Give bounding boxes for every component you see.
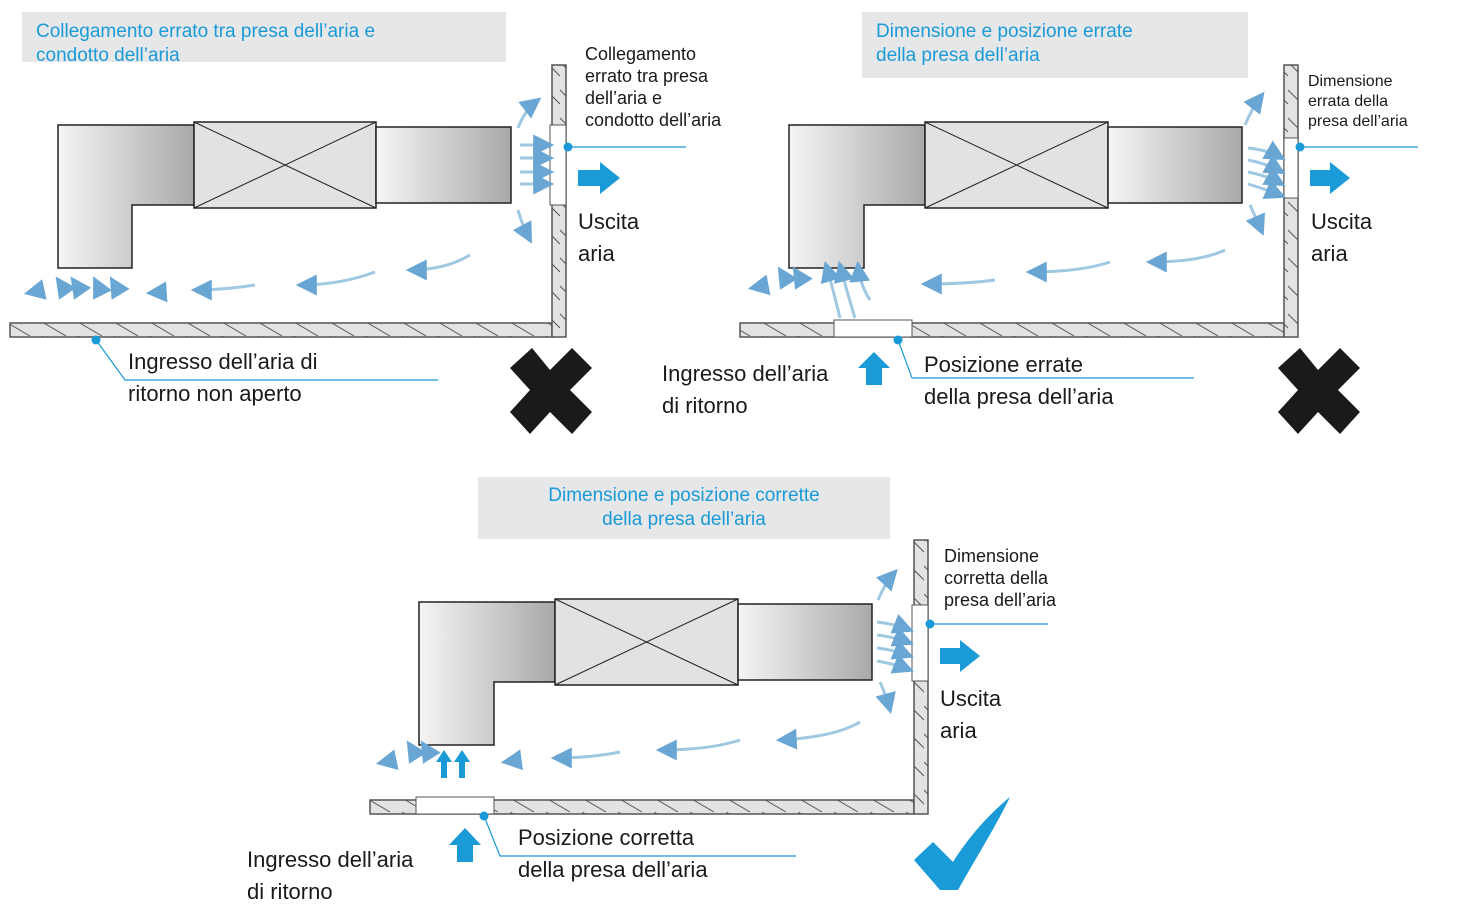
outlet-grille	[911, 604, 929, 682]
panel-2-drawing	[739, 64, 1418, 434]
air-flow-arrows	[23, 97, 555, 303]
panel-2-outlet-callout: Dimensione errata della presa dell’aria	[1308, 73, 1408, 130]
outlet-arrow	[1310, 162, 1350, 194]
inlet-arrow	[858, 352, 890, 385]
return-plenum	[788, 124, 926, 269]
panel-1-drawing	[9, 64, 686, 434]
panel-3-outlet-label: Uscita aria	[940, 686, 1002, 743]
panel-1-inlet-callout: Ingresso dell’aria di ritorno non aperto	[128, 349, 318, 406]
panel-3-inlet-label: Ingresso dell’aria di ritorno	[247, 847, 414, 904]
panel-3-outlet-callout: Dimensione corretta della presa dell’ari…	[944, 546, 1057, 610]
supply-duct	[737, 603, 873, 681]
air-flow-arrows	[747, 91, 1286, 319]
inlet-grille	[833, 319, 913, 338]
panel-1-outlet-callout: Collegamento errato tra presa dell’aria …	[585, 44, 722, 130]
callout-lines	[897, 146, 1418, 379]
supply-duct	[1107, 126, 1243, 204]
callout-lines	[483, 623, 1048, 857]
panel-3-inlet-callout: Posizione corretta della presa dell’aria	[518, 825, 708, 882]
inlet-grille	[415, 796, 495, 815]
cross-icon	[1278, 348, 1360, 434]
panel-1-outlet-label: Uscita aria	[578, 209, 640, 266]
panel-2-inlet-callout: Posizione errate della presa dell’aria	[924, 352, 1114, 409]
panel-3-drawing	[369, 539, 1048, 890]
supply-duct	[375, 126, 512, 204]
panel-2-inlet-label: Ingresso dell’aria di ritorno	[662, 361, 829, 418]
outlet-arrow	[940, 640, 980, 672]
outlet-arrow	[578, 162, 620, 194]
return-plenum	[418, 601, 556, 746]
check-icon	[914, 797, 1010, 890]
cross-icon	[510, 348, 592, 434]
panel-3-title: Dimensione e posizione corrette della pr…	[478, 477, 890, 539]
panel-2-title: Dimensione e posizione errate della pres…	[862, 12, 1248, 78]
outlet-grille	[549, 124, 567, 206]
air-flow-arrows	[375, 568, 914, 771]
inlet-arrow	[449, 828, 481, 862]
panel-2-outlet-label: Uscita aria	[1311, 209, 1373, 266]
fan-unit	[193, 121, 377, 209]
return-air-arrows	[436, 750, 470, 778]
return-plenum	[57, 124, 195, 269]
fan-unit	[554, 598, 739, 686]
panel-1-title: Collegamento errato tra presa dell’aria …	[22, 12, 506, 66]
fan-unit	[924, 121, 1109, 209]
